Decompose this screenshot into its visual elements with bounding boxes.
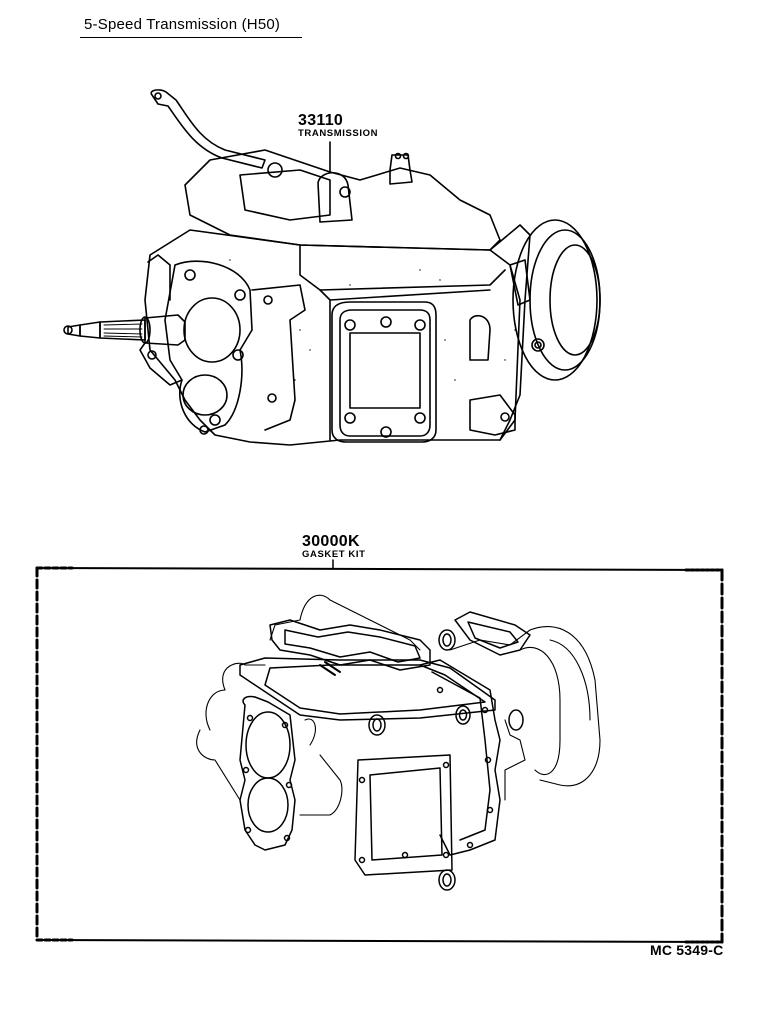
part-name-transmission: TRANSMISSION <box>298 128 379 139</box>
figure-code: MC 5349-C <box>650 942 724 958</box>
part-number-transmission: 33110 <box>298 112 344 129</box>
part-name-gasket-kit: GASKET KIT <box>302 549 366 560</box>
part-number-gasket-kit: 30000K <box>302 533 360 550</box>
diagram-title: 5-Speed Transmission (H50) <box>84 16 281 33</box>
gasket-kit-boundary <box>35 566 724 944</box>
title-underline <box>80 37 302 38</box>
